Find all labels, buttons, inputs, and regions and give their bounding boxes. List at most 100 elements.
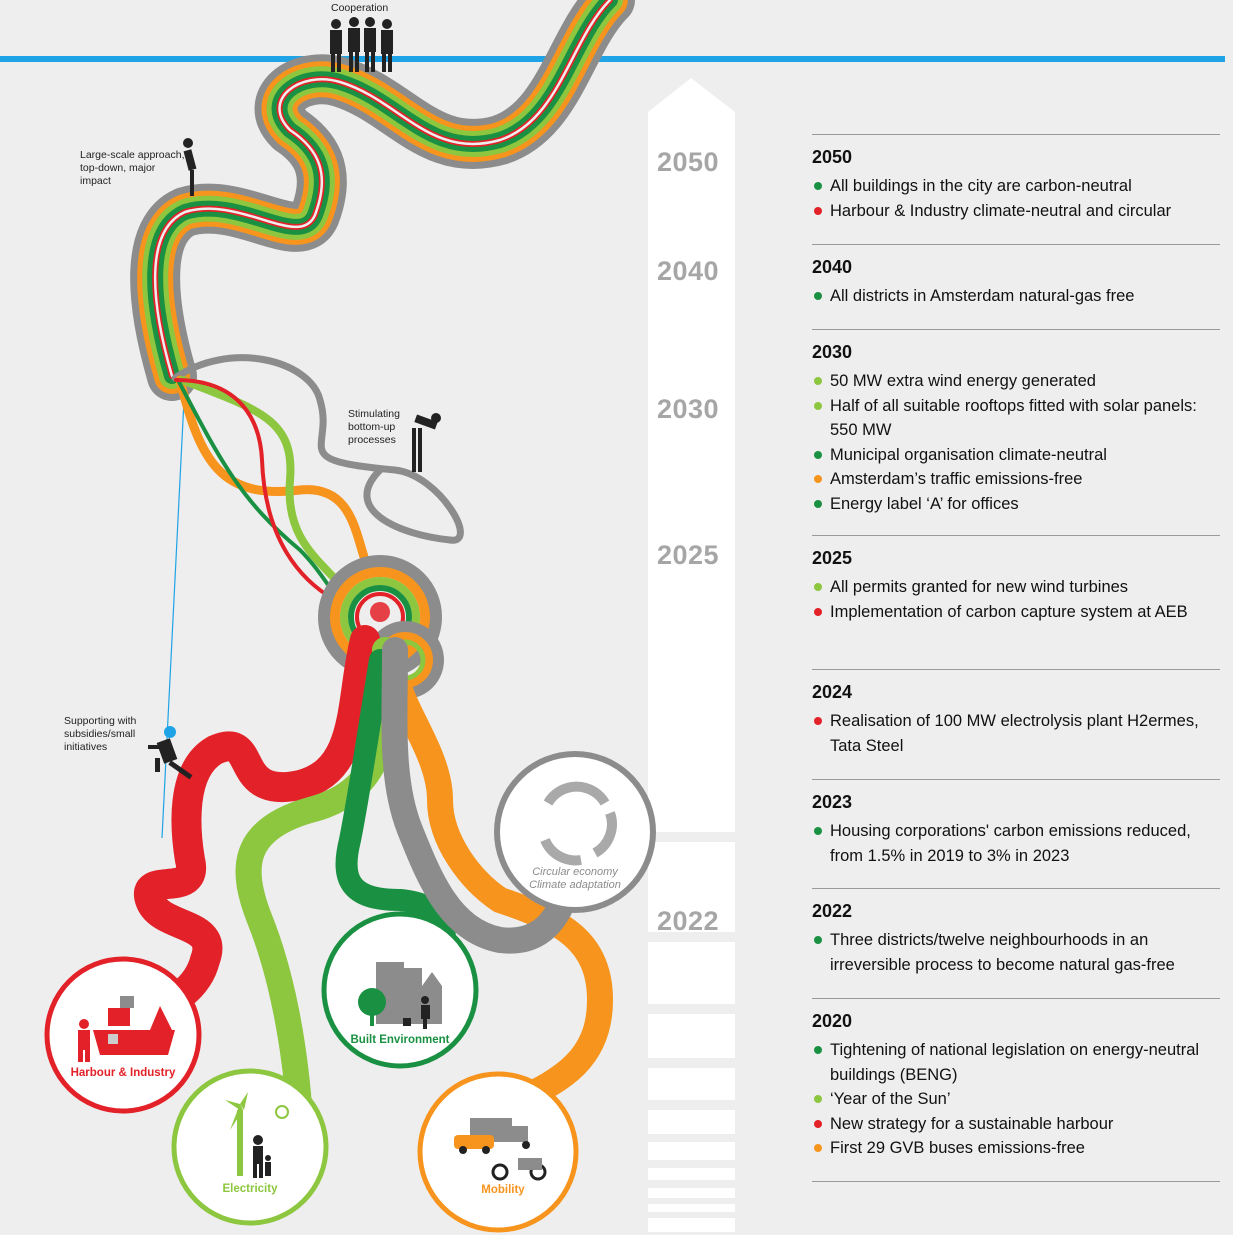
bullet-dot — [814, 401, 822, 410]
built-environment-label: Built Environment — [350, 1034, 450, 1046]
milestone-text: 50 MW extra wind energy generated — [830, 372, 1096, 390]
milestone-text: Realisation of 100 MW electrolysis plant… — [830, 712, 1199, 755]
circle-mobility — [417, 1071, 579, 1233]
bullet-dot — [814, 827, 822, 835]
milestone-item: Housing corporations' carbon emissions r… — [812, 819, 1220, 868]
milestone-text: Amsterdam’s traffic emissions-free — [830, 470, 1083, 488]
cooperation-people-icon — [330, 17, 393, 72]
large-scale-label: Large-scale approach, top-down, major im… — [80, 149, 185, 187]
milestone-text: Municipal organisation climate-neutral — [830, 445, 1107, 464]
milestone-2024: 2024 Realisation of 100 MW electrolysis … — [812, 669, 1220, 758]
milestone-item: Implementation of carbon capture system … — [812, 600, 1220, 625]
milestone-year: 2022 — [812, 901, 853, 921]
milestone-item: Amsterdam’s traffic emissions-free — [812, 467, 1220, 492]
milestone-text: Half of all suitable rooftops fitted wit… — [830, 396, 1197, 440]
milestone-2025: 2025 All permits granted for new wind tu… — [812, 535, 1220, 624]
milestone-item: Municipal organisation climate-neutral — [812, 443, 1220, 468]
bullet-dot — [814, 499, 822, 508]
milestone-year: 2023 — [812, 792, 853, 812]
bullet-dot — [814, 1144, 822, 1152]
stimulating-label: Stimulating bottom-up processes — [348, 408, 400, 446]
milestone-item: First 29 GVB buses emissions-free — [812, 1136, 1220, 1161]
timeline-year-2022: 2022 — [657, 906, 720, 936]
horizon-line — [0, 56, 1225, 62]
milestone-item: Three districts/twelve neighbourhoods in… — [812, 928, 1220, 977]
circular-label-2: Climate adaptation — [529, 879, 621, 891]
bullet-dot — [814, 717, 822, 725]
milestone-item: ‘Year of the Sun’ — [812, 1087, 1220, 1112]
milestone-item: Energy label ‘A’ for offices — [812, 492, 1220, 517]
timeline-year-2025: 2025 — [657, 540, 720, 570]
milestone-item: New strategy for a sustainable harbour — [812, 1112, 1220, 1137]
milestone-text: All permits granted for new wind turbine… — [830, 578, 1129, 596]
observer-person-icon — [183, 138, 197, 196]
thin-strands — [171, 354, 464, 602]
bullet-dot — [814, 583, 822, 591]
timeline-arrow — [648, 78, 735, 1232]
bullet-dot — [814, 450, 822, 459]
milestone-text: Implementation of carbon capture system … — [830, 602, 1188, 621]
bullet-dot — [814, 1046, 822, 1054]
bullet-dot — [814, 1119, 822, 1128]
milestone-text: Three districts/twelve neighbourhoods in… — [830, 931, 1175, 974]
milestone-year: 2050 — [812, 147, 853, 167]
bullet-dot — [814, 292, 822, 300]
bullet-dot — [814, 936, 822, 944]
bullet-dot — [814, 1095, 822, 1103]
milestone-item: All permits granted for new wind turbine… — [812, 575, 1220, 600]
milestone-text: Tightening of national legislation on en… — [830, 1041, 1200, 1084]
timeline-year-2050: 2050 — [657, 147, 720, 177]
bullet-dot — [814, 607, 822, 616]
timeline-year-2030: 2030 — [657, 394, 720, 424]
timeline-year-2040: 2040 — [657, 256, 720, 286]
milestone-text: Housing corporations' carbon emissions r… — [830, 822, 1191, 865]
milestone-year: 2030 — [812, 342, 853, 362]
sun-icon — [275, 1105, 289, 1119]
milestone-year: 2020 — [812, 1011, 853, 1031]
milestone-item: Tightening of national legislation on en… — [812, 1038, 1220, 1087]
milestone-2020: 2020 Tightening of national legislation … — [812, 998, 1220, 1161]
milestone-text: New strategy for a sustainable harbour — [830, 1114, 1114, 1133]
cooperation-label: Cooperation — [331, 2, 389, 14]
ribbon-bundle — [130, 0, 635, 401]
milestone-text: Energy label ‘A’ for offices — [830, 494, 1019, 513]
circle-harbour — [44, 956, 202, 1114]
milestone-text: First 29 GVB buses emissions-free — [830, 1139, 1085, 1157]
climber-icon — [148, 726, 193, 780]
milestone-2030: 2030 50 MW extra wind energy generated H… — [812, 329, 1220, 516]
mobility-label: Mobility — [481, 1184, 525, 1196]
circle-built-environment — [321, 911, 479, 1069]
milestone-item: 50 MW extra wind energy generated — [812, 369, 1220, 394]
bending-person-icon — [412, 413, 441, 472]
milestone-item: Realisation of 100 MW electrolysis plant… — [812, 709, 1220, 758]
lower-strands — [105, 625, 614, 1133]
supporting-label: Supporting with subsidies/small initiati… — [64, 715, 137, 753]
circular-label-1: Circular economy — [532, 866, 618, 878]
milestone-2022: 2022 Three districts/twelve neighbourhoo… — [812, 888, 1220, 977]
milestone-text: Harbour & Industry climate-neutral and c… — [830, 201, 1172, 220]
bullet-dot — [814, 182, 822, 190]
recycle-arrows-icon — [540, 781, 617, 866]
milestone-year: 2025 — [812, 548, 853, 568]
milestone-2040: 2040 All districts in Amsterdam natural-… — [812, 244, 1220, 309]
milestone-2023: 2023 Housing corporations' carbon emissi… — [812, 779, 1220, 868]
milestone-text: All districts in Amsterdam natural-gas f… — [830, 287, 1135, 305]
harbour-label: Harbour & Industry — [70, 1067, 176, 1079]
milestone-text: All buildings in the city are carbon-neu… — [830, 177, 1132, 195]
circle-electricity — [171, 1068, 329, 1226]
bullet-dot — [814, 206, 822, 215]
milestone-2050: 2050 All buildings in the city are carbo… — [812, 134, 1220, 223]
milestone-item: All buildings in the city are carbon-neu… — [812, 174, 1220, 199]
bullet-dot — [814, 377, 822, 385]
bottom-rule — [812, 1181, 1220, 1182]
circle-circular — [494, 751, 656, 913]
milestone-item: Half of all suitable rooftops fitted wit… — [812, 394, 1220, 443]
milestone-year: 2040 — [812, 257, 853, 277]
milestone-item: All districts in Amsterdam natural-gas f… — [812, 284, 1220, 309]
bullet-dot — [814, 475, 822, 483]
milestone-text: ‘Year of the Sun’ — [830, 1090, 951, 1108]
milestone-item: Harbour & Industry climate-neutral and c… — [812, 199, 1220, 224]
electricity-label: Electricity — [222, 1183, 278, 1195]
milestone-year: 2024 — [812, 682, 853, 702]
